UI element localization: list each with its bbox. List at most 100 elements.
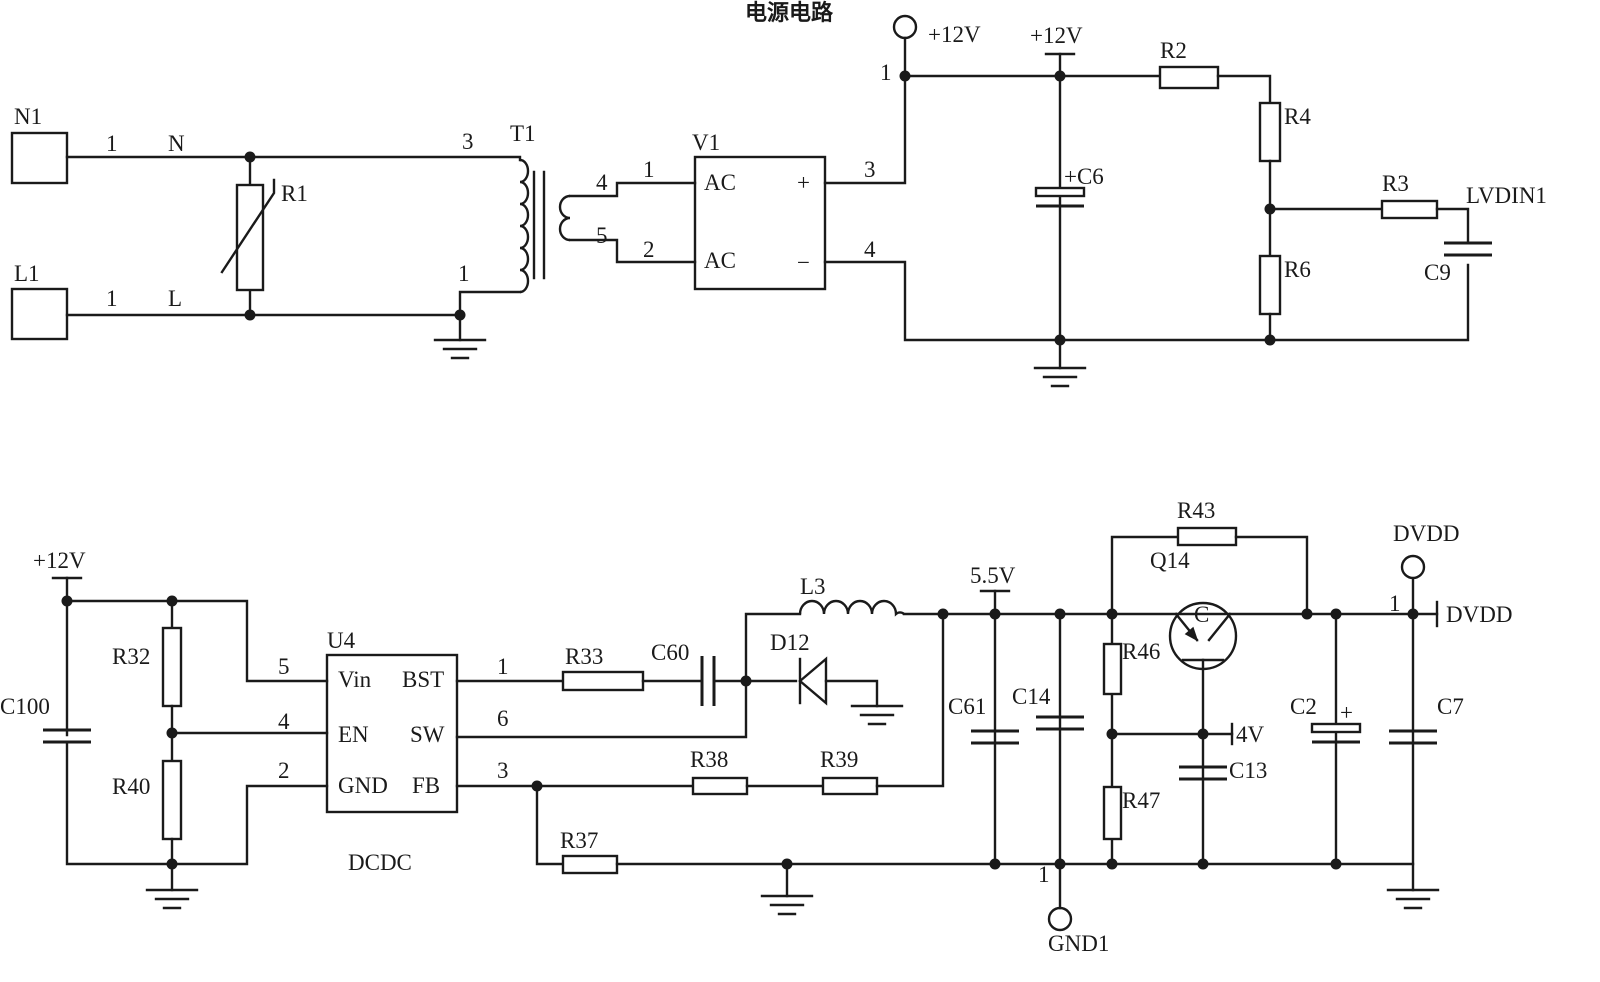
d12-label: D12 <box>770 630 810 655</box>
resistor-r46 <box>1102 642 1123 696</box>
pin-bst: BST <box>402 667 444 692</box>
capacitor-c6 <box>1034 186 1086 198</box>
r39-out-wire <box>875 612 945 788</box>
r4-label: R4 <box>1284 104 1311 129</box>
t1-pin5-wire <box>568 238 697 264</box>
r1-label: R1 <box>281 181 308 206</box>
vin-wire <box>65 599 329 683</box>
diode-d12 <box>798 656 828 706</box>
u4-pin4: 4 <box>278 709 290 734</box>
r2-label: R2 <box>1160 38 1187 63</box>
t1-pin4: 4 <box>596 170 608 195</box>
c7-label: C7 <box>1437 694 1464 719</box>
resistor-r33 <box>561 670 645 692</box>
ground-symbol-icon <box>760 894 814 916</box>
n1-label: N1 <box>14 104 42 129</box>
junction-dot-icon <box>1197 728 1209 740</box>
terminal-n1 <box>10 131 69 185</box>
t1-pin5: 5 <box>596 223 608 248</box>
junction-dot-icon <box>1301 608 1313 620</box>
t1-pin1: 1 <box>458 261 470 286</box>
net-5v5-label: 5.5V <box>970 563 1016 588</box>
v1-ac-top: AC <box>704 170 736 195</box>
gnd1-label: GND1 <box>1048 931 1109 956</box>
r40-label: R40 <box>112 774 150 799</box>
c2-label: C2 <box>1290 694 1317 719</box>
r3-label: R3 <box>1382 171 1409 196</box>
resistor-r38 <box>691 776 749 796</box>
t1-pin3: 3 <box>462 129 474 154</box>
varistor-r1 <box>235 183 265 292</box>
lvdin1-label: LVDIN1 <box>1466 183 1547 208</box>
dvdd-top-label: DVDD <box>1393 521 1459 546</box>
u4-pin5: 5 <box>278 654 290 679</box>
ground-symbol-icon <box>145 888 199 910</box>
junction-dot-icon <box>989 608 1001 620</box>
port-12v-pin: 1 <box>880 60 892 85</box>
u4-pin2: 2 <box>278 758 290 783</box>
gnd1-pin: 1 <box>1038 862 1050 887</box>
resistor-r6 <box>1258 254 1282 316</box>
junction-dot-icon <box>166 858 178 870</box>
top-ground-rail <box>823 260 1470 342</box>
r6-label: R6 <box>1284 257 1311 282</box>
r2-out-wire <box>1216 74 1272 105</box>
net-12v-input-label: +12V <box>33 548 86 573</box>
rectifier-v1 <box>693 155 827 291</box>
junction-dot-icon <box>454 309 466 321</box>
junction-dot-icon <box>1330 858 1342 870</box>
inductor-l3 <box>798 599 905 617</box>
pin-sw: SW <box>410 722 445 747</box>
l1-label: L1 <box>14 261 40 286</box>
c6-label: +C6 <box>1064 164 1104 189</box>
r37-label: R37 <box>560 828 598 853</box>
t1-label: T1 <box>510 121 536 146</box>
r32-label: R32 <box>112 644 150 669</box>
r46-label: R46 <box>1122 639 1160 664</box>
ground-symbol-icon <box>1033 366 1087 388</box>
q14-arrow <box>1184 626 1199 642</box>
r43-label: R43 <box>1177 498 1215 523</box>
junction-dot-icon <box>1054 608 1066 620</box>
sw-wire <box>455 612 802 739</box>
resistor-r4 <box>1258 101 1282 163</box>
resistor-r3 <box>1380 199 1439 220</box>
transformer-t1 <box>458 158 697 317</box>
ground-symbol-icon <box>433 338 487 360</box>
c60-label: C60 <box>651 640 689 665</box>
l1-pin-number: 1 <box>106 286 118 311</box>
v1-pin3: 3 <box>864 157 876 182</box>
resistor-r39 <box>821 776 879 796</box>
dvdd-pin: 1 <box>1389 591 1401 616</box>
power-port-icon <box>892 14 918 40</box>
resistor-r32 <box>161 626 183 708</box>
r43-in-wire <box>1110 535 1180 616</box>
power-port-icon <box>1047 906 1073 932</box>
power-port-icon <box>1400 554 1426 580</box>
r43-out-wire <box>1234 535 1309 616</box>
pin-en: EN <box>338 722 369 747</box>
u4-pin1: 1 <box>497 654 509 679</box>
dvdd-right-label: DVDD <box>1446 602 1512 627</box>
resistor-r37 <box>561 854 619 875</box>
u4-pin3: 3 <box>497 758 509 783</box>
bottom-circuit: +12V C100 R32 R40 U4 DCDC Vin EN GND BST… <box>0 498 1512 956</box>
junction-dot-icon <box>899 70 911 82</box>
capacitor-c2 <box>1310 722 1362 734</box>
resistor-r40 <box>161 759 183 841</box>
port-12v-label: +12V <box>928 22 981 47</box>
r47-label: R47 <box>1122 788 1160 813</box>
c61-label: C61 <box>948 694 986 719</box>
net-4v-label: 4V <box>1236 722 1265 747</box>
ground-symbol-icon <box>850 704 904 726</box>
c14-label: C14 <box>1012 684 1051 709</box>
v1-plus: + <box>797 170 810 195</box>
dcdc-ic-u4 <box>325 653 459 814</box>
l3-label: L3 <box>800 574 826 599</box>
resistor-r47 <box>1102 785 1123 841</box>
l-net-label: L <box>168 286 182 311</box>
d12-ground-wire <box>824 679 879 708</box>
u4-label: U4 <box>327 628 356 653</box>
dcdc-label: DCDC <box>348 850 412 875</box>
v1-pin1: 1 <box>643 157 655 182</box>
